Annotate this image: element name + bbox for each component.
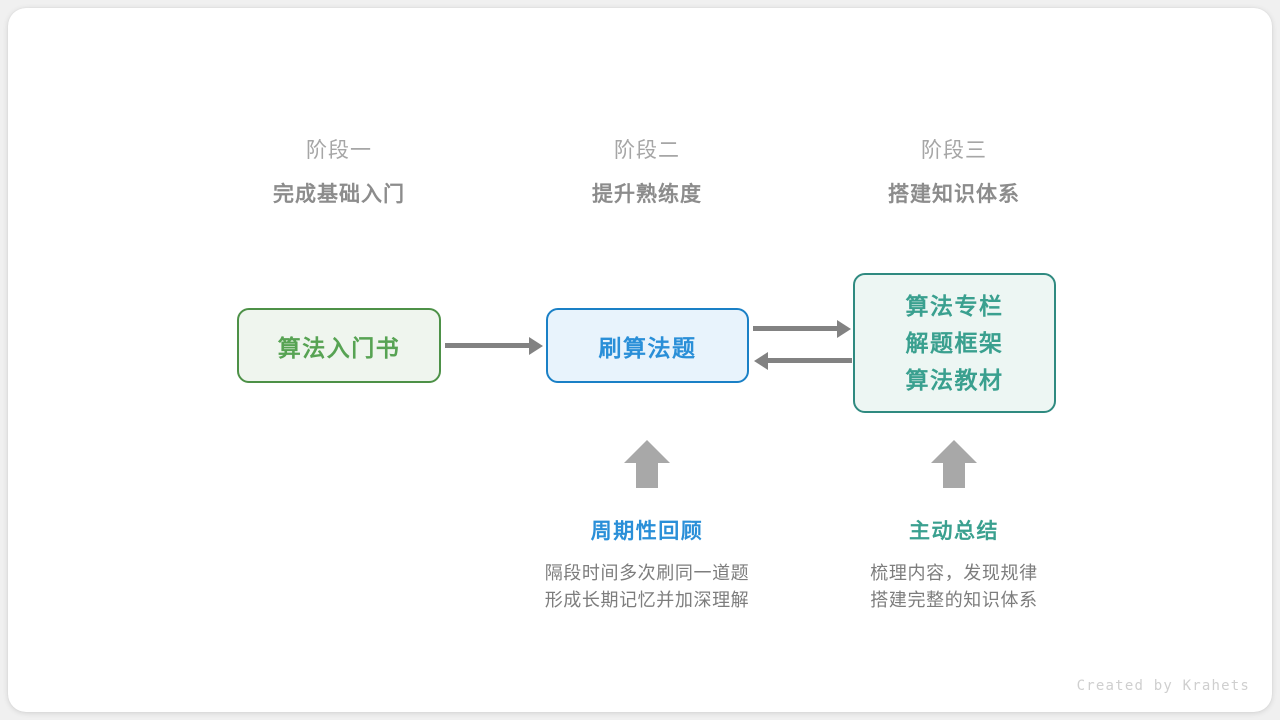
node-resources-line-3: 算法教材 [905,366,1004,393]
note-active-summary: 主动总结 梳理内容，发现规律 搭建完整的知识体系 [794,517,1114,614]
node-learning-resources: 算法专栏 解题框架 算法教材 [853,273,1056,413]
arrow-up-review-icon [624,440,670,488]
note-periodic-review: 周期性回顾 隔段时间多次刷同一道题 形成长期记忆并加深理解 [487,517,807,614]
note-summary-description-line-2: 搭建完整的知识体系 [870,590,1038,610]
arrow-resources-to-practice-icon [767,358,852,363]
note-review-description-line-2: 形成长期记忆并加深理解 [544,590,750,610]
note-review-title: 周期性回顾 [590,520,704,543]
stage-number-2: 阶段二 [614,139,680,162]
node-practice-problems: 刷算法题 [546,308,749,383]
stage-number-1: 阶段一 [306,139,372,162]
stage-title-2: 提升熟练度 [592,183,702,206]
credit-text: Created by Krahets [1076,678,1250,694]
arrow-practice-to-resources-icon [753,326,838,331]
node-algorithm-intro-book: 算法入门书 [237,308,441,383]
stage-title-1: 完成基础入门 [273,183,405,206]
diagram-canvas: 阶段一 完成基础入门 阶段二 提升熟练度 阶段三 搭建知识体系 算法入门书 刷算… [8,8,1272,712]
node-resources-line-2: 解题框架 [905,329,1004,356]
node-practice-label: 刷算法题 [598,334,697,361]
note-summary-description-line-1: 梳理内容，发现规律 [870,563,1038,583]
note-review-description-line-1: 隔段时间多次刷同一道题 [544,563,750,583]
node-resources-line-1: 算法专栏 [905,292,1004,319]
note-review-description: 隔段时间多次刷同一道题 形成长期记忆并加深理解 [487,560,807,614]
stage-header-1: 阶段一 完成基础入门 [209,136,469,212]
stage-title-3: 搭建知识体系 [888,183,1020,206]
arrow-up-summary-icon [931,440,977,488]
node-book-label: 算法入门书 [277,334,401,361]
stage-header-2: 阶段二 提升熟练度 [517,136,777,212]
stage-header-3: 阶段三 搭建知识体系 [824,136,1084,212]
note-summary-title: 主动总结 [909,520,999,543]
note-summary-description: 梳理内容，发现规律 搭建完整的知识体系 [794,560,1114,614]
arrow-book-to-practice-icon [445,343,530,348]
stage-number-3: 阶段三 [921,139,987,162]
